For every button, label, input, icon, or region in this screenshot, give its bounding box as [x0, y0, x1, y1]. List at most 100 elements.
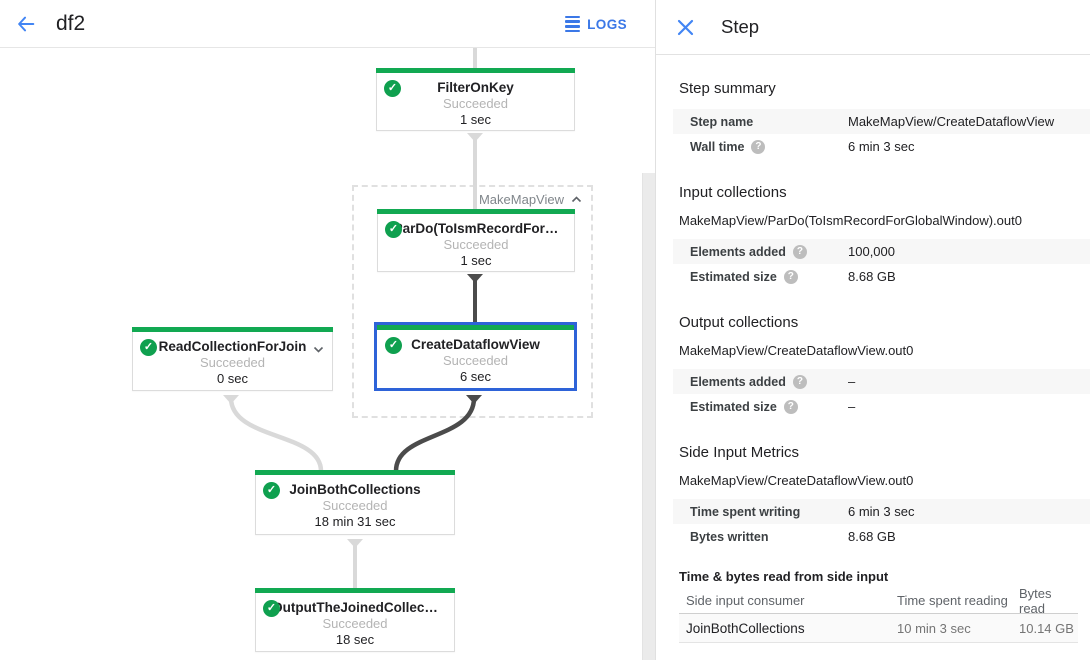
collection-name: MakeMapView/CreateDataflowView.out0	[679, 343, 914, 358]
column-header-time: Time spent reading	[897, 593, 1008, 608]
node-status: Succeeded	[443, 237, 509, 252]
node-status: Succeeded	[442, 96, 509, 111]
chevron-down-icon	[313, 346, 324, 353]
step-node-filteronkey[interactable]: ✓ FilterOnKey Succeeded 1 sec	[376, 68, 575, 131]
metric-row-estimated-size: Estimated size ? 8.68 GB	[673, 264, 1090, 289]
node-status-bar	[377, 325, 574, 330]
section-heading: Output collections	[679, 314, 799, 331]
help-icon[interactable]: ?	[783, 269, 798, 284]
step-node-joinbothcollections[interactable]: ✓ JoinBothCollections Succeeded 18 min 3…	[255, 470, 455, 535]
metric-label-text: Elements added	[690, 374, 786, 389]
column-header-bytes: Bytes read	[1019, 585, 1052, 616]
metric-value: 6 min 3 sec	[848, 504, 915, 519]
metric-value: 8.68 GB	[848, 529, 896, 544]
node-time: 18 sec	[335, 632, 375, 647]
metric-label: Estimated size ?	[690, 399, 848, 414]
collection-name: MakeMapView/ParDo(ToIsmRecordForGlobalWi…	[679, 213, 1022, 228]
node-status: Succeeded	[199, 355, 266, 370]
composite-group-makemapview: MakeMapView	[352, 185, 593, 418]
metric-value: 8.68 GB	[848, 269, 896, 284]
table-heading: Time & bytes read from side input	[679, 569, 889, 584]
metric-label: Time spent writing	[690, 505, 848, 519]
step-node-pardo-toismrecord[interactable]: ✓ ParDo(ToIsmRecordFor… Succeeded 1 sec	[377, 209, 575, 272]
metric-row-elements-added: Elements added ? 100,000	[673, 239, 1090, 264]
metric-value: 6 min 3 sec	[848, 139, 915, 154]
step-node-outputthejoinedcollection[interactable]: ✓ OutputTheJoinedCollec… Succeeded 18 se…	[255, 588, 455, 652]
metric-label: Wall time ?	[690, 139, 848, 154]
succeeded-check-icon: ✓	[385, 337, 402, 354]
node-time: 1 sec	[460, 253, 492, 268]
section-side-input-read-table: Time & bytes read from side input Side i…	[656, 549, 1090, 643]
arrow-back-icon	[18, 16, 35, 31]
cell-time: 10 min 3 sec	[897, 620, 971, 636]
help-icon[interactable]: ?	[751, 139, 766, 154]
logs-button-label: LOGS	[587, 16, 627, 32]
node-expand-control[interactable]	[313, 341, 324, 356]
node-status: Succeeded	[442, 353, 509, 368]
cell-bytes: 10.14 GB	[1019, 620, 1074, 636]
metric-label-text: Step name	[690, 114, 754, 129]
section-input-collections: Input collections MakeMapView/ParDo(ToIs…	[656, 159, 1090, 289]
metric-label-text: Elements added	[690, 244, 786, 259]
metric-value: –	[848, 399, 856, 414]
panel-header: Step	[656, 0, 1090, 55]
section-heading: Step summary	[679, 80, 776, 97]
section-side-input-metrics: Side Input Metrics MakeMapView/CreateDat…	[656, 419, 1090, 549]
node-title: OutputTheJoinedCollec…	[272, 600, 438, 615]
succeeded-check-icon: ✓	[140, 339, 157, 356]
job-graph-pane: MakeMapView ✓ FilterOnKey Succeeded 1 se…	[0, 48, 655, 660]
graph-edges	[223, 48, 483, 589]
metric-label: Estimated size ?	[690, 269, 848, 284]
graph-scrollbar-thumb[interactable]	[642, 173, 655, 660]
node-title: ParDo(ToIsmRecordFor…	[393, 221, 559, 236]
column-header-consumer: Side input consumer	[686, 593, 805, 608]
node-status: Succeeded	[322, 616, 388, 631]
node-status-bar	[377, 209, 575, 214]
metric-label-text: Estimated size	[690, 269, 777, 284]
node-title: CreateDataflowView	[411, 337, 540, 352]
collection-name: MakeMapView/CreateDataflowView.out0	[679, 473, 914, 488]
metric-value: MakeMapView/CreateDataflowView	[848, 114, 1055, 129]
metric-value: 100,000	[848, 244, 895, 259]
node-title: ReadCollectionForJoin	[158, 339, 307, 354]
metric-row-step-name: Step name MakeMapView/CreateDataflowView	[673, 109, 1090, 134]
node-title: FilterOnKey	[437, 80, 514, 95]
section-output-collections: Output collections MakeMapView/CreateDat…	[656, 289, 1090, 419]
succeeded-check-icon: ✓	[263, 482, 280, 499]
succeeded-check-icon: ✓	[385, 221, 402, 238]
table-header-row: Side input consumer Time spent reading B…	[679, 585, 1078, 616]
metric-label: Elements added ?	[690, 374, 848, 389]
succeeded-check-icon: ✓	[263, 600, 280, 617]
logs-button[interactable]: LOGS	[565, 0, 627, 48]
node-status-bar	[376, 68, 575, 73]
help-icon[interactable]: ?	[783, 399, 798, 414]
panel-title: Step	[721, 16, 760, 37]
group-collapse-control[interactable]: MakeMapView	[479, 192, 582, 207]
table-row: JoinBothCollections 10 min 3 sec 10.14 G…	[679, 614, 1078, 643]
node-time: 1 sec	[459, 112, 492, 127]
help-icon[interactable]: ?	[792, 244, 807, 259]
node-time: 18 min 31 sec	[314, 514, 396, 529]
step-node-createdataflowview-selected[interactable]: ✓ CreateDataflowView Succeeded 6 sec	[374, 322, 577, 391]
metric-row-bytes-written: Bytes written 8.68 GB	[673, 524, 1090, 549]
back-button[interactable]	[12, 10, 40, 38]
step-details-panel: Step Step summary Step name MakeMapView/…	[656, 0, 1090, 660]
help-icon[interactable]: ?	[792, 374, 807, 389]
side-input-table: Side input consumer Time spent reading B…	[679, 585, 1078, 643]
step-node-readcollectionforjoin[interactable]: ✓ ReadCollectionForJoin Succeeded 0 sec	[132, 327, 333, 391]
node-status-bar	[132, 327, 333, 332]
group-label: MakeMapView	[478, 192, 564, 207]
close-panel-button[interactable]	[673, 15, 697, 39]
metric-row-time-spent-writing: Time spent writing 6 min 3 sec	[673, 499, 1090, 524]
node-time: 6 sec	[459, 369, 492, 384]
section-step-summary: Step summary Step name MakeMapView/Creat…	[656, 55, 1090, 159]
node-status: Succeeded	[322, 498, 388, 513]
metric-label: Bytes written	[690, 530, 848, 544]
cell-consumer: JoinBothCollections	[686, 620, 805, 636]
metric-row-estimated-size: Estimated size ? –	[673, 394, 1090, 419]
section-heading: Side Input Metrics	[679, 444, 800, 461]
close-icon	[677, 19, 693, 35]
metric-label-text: Estimated size	[690, 399, 777, 414]
node-status-bar	[255, 588, 455, 593]
succeeded-check-icon: ✓	[384, 80, 401, 97]
